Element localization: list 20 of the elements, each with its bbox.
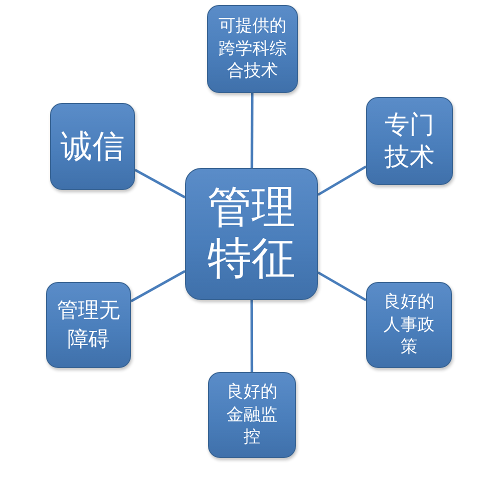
box-label: 管理无障碍 bbox=[56, 296, 121, 353]
rounded-box bbox=[366, 282, 452, 368]
box-label: 良好的金融监控 bbox=[226, 380, 278, 450]
box-label: 专门技术 bbox=[384, 108, 436, 173]
connector-line bbox=[134, 168, 186, 198]
connector-line bbox=[317, 166, 367, 196]
connector-line bbox=[130, 270, 186, 302]
box-label: 诚信 bbox=[60, 127, 126, 166]
rounded-box bbox=[46, 282, 131, 368]
box-label: 管理特征 bbox=[206, 183, 296, 285]
connector-line bbox=[250, 300, 254, 372]
box-label: 良好的人事政策 bbox=[382, 290, 436, 360]
rounded-box bbox=[50, 103, 135, 190]
rounded-box bbox=[208, 372, 296, 458]
connector-line bbox=[317, 271, 367, 302]
rounded-box bbox=[207, 5, 298, 93]
rounded-box bbox=[185, 168, 318, 300]
rounded-box bbox=[366, 97, 453, 185]
box-label: 可提供的跨学科综合技术 bbox=[218, 14, 288, 84]
connector-line bbox=[250, 93, 254, 168]
